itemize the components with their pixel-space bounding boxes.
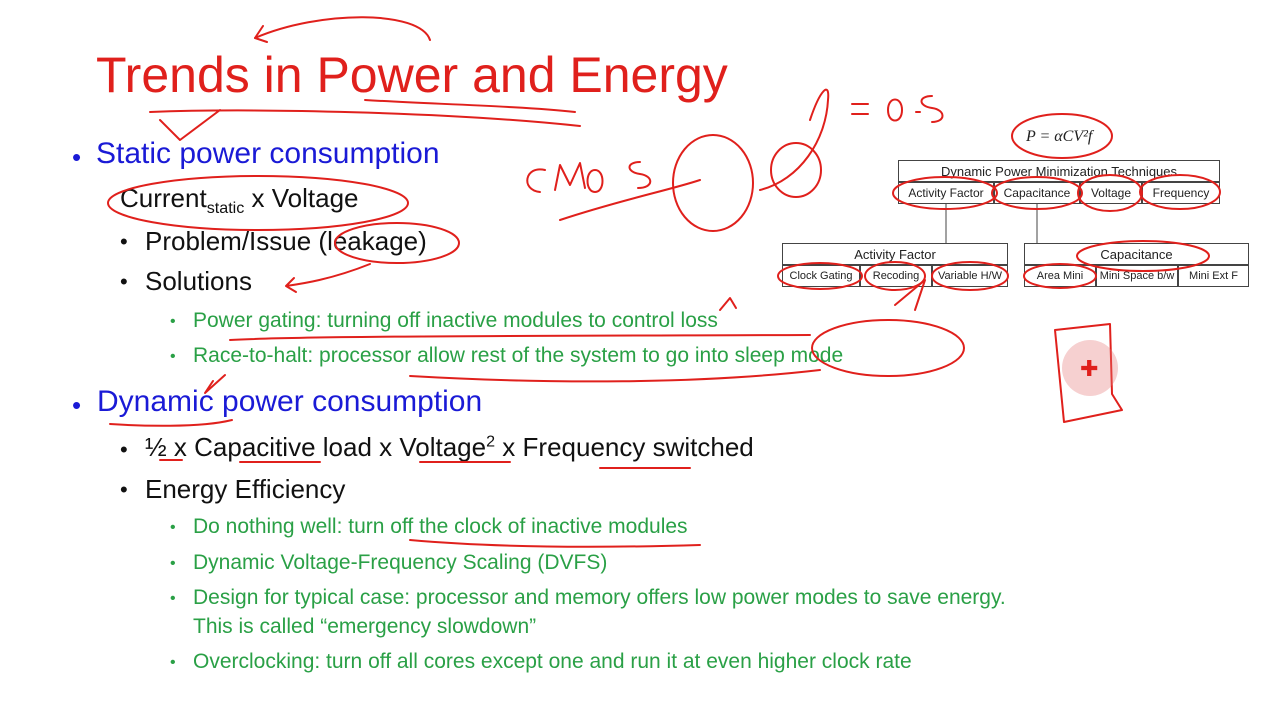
- solution-race-to-halt: Race-to-halt: processor allow rest of th…: [193, 344, 844, 367]
- activity-clock-gating: Clock Gating: [782, 265, 860, 287]
- efficiency-do-nothing: Do nothing well: turn off the clock of i…: [193, 515, 688, 538]
- diagram-frequency: Frequency: [1142, 182, 1220, 204]
- activity-variable-hw: Variable H/W: [932, 265, 1008, 287]
- capacitance-mini-space: Mini Space b/w: [1096, 265, 1178, 287]
- bullet-dot: •: [72, 142, 82, 172]
- capacitance-area-mini: Area Mini: [1024, 265, 1096, 287]
- dynamic-item-efficiency: Energy Efficiency: [145, 474, 346, 504]
- bullet-dot: •: [120, 269, 128, 294]
- capacitance-subtree-header: Capacitance: [1024, 243, 1249, 265]
- bullet-dot: •: [170, 519, 176, 536]
- efficiency-typical-case-cont: This is called “emergency slowdown”: [193, 615, 537, 638]
- static-item-problem: Problem/Issue (leakage): [145, 226, 427, 256]
- efficiency-typical-case: Design for typical case: processor and m…: [193, 586, 1006, 609]
- static-heading: Static power consumption: [96, 137, 440, 170]
- bullet-dot: •: [170, 654, 176, 671]
- diagram-voltage: Voltage: [1080, 182, 1142, 204]
- solution-power-gating: Power gating: turning off inactive modul…: [193, 309, 718, 332]
- diagram-connectors: [945, 204, 1038, 243]
- bullet-dot: •: [72, 390, 82, 420]
- static-item-solutions: Solutions: [145, 266, 252, 296]
- dynamic-heading: Dynamic power consumption: [97, 385, 483, 418]
- pointer-highlight: [1062, 340, 1118, 396]
- capacitance-mini-ext: Mini Ext F: [1178, 265, 1249, 287]
- bullet-dot: •: [170, 590, 176, 607]
- activity-recoding: Recoding: [860, 265, 932, 287]
- bullet-dot: •: [170, 348, 176, 365]
- bullet-dot: •: [170, 313, 176, 330]
- efficiency-dvfs: Dynamic Voltage-Frequency Scaling (DVFS): [193, 551, 608, 574]
- diagram-root: Dynamic Power Minimization Techniques: [898, 160, 1220, 182]
- diagram-activity-factor: Activity Factor: [898, 182, 994, 204]
- activity-subtree-header: Activity Factor: [782, 243, 1008, 265]
- dynamic-formula: ½ x Capacitive load x Voltage2 x Frequen…: [145, 432, 754, 462]
- bullet-dot: •: [170, 555, 176, 572]
- efficiency-overclocking: Overclocking: turn off all cores except …: [193, 650, 912, 673]
- power-formula: P = αCV²f: [1026, 128, 1093, 145]
- bullet-dot: •: [120, 229, 128, 254]
- slide-title: Trends in Power and Energy: [96, 47, 728, 103]
- static-formula: Currentstatic x Voltage: [120, 183, 359, 218]
- bullet-dot: •: [120, 437, 128, 462]
- bullet-dot: •: [120, 477, 128, 502]
- diagram-capacitance: Capacitance: [994, 182, 1080, 204]
- cross-cursor-icon: ✚: [1080, 356, 1099, 381]
